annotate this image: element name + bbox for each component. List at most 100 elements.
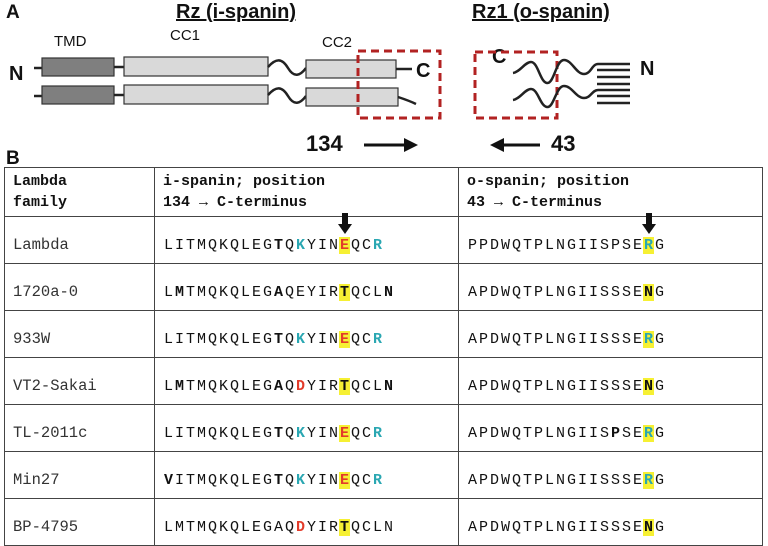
residue: A: [467, 519, 477, 536]
residue: G: [262, 472, 272, 489]
residue: D: [489, 472, 499, 489]
down-arrow-icon: [641, 213, 656, 234]
residue: R: [643, 425, 654, 442]
family-name: VT2-Sakai: [13, 377, 97, 395]
residue: S: [599, 378, 609, 395]
residue: A: [467, 331, 477, 348]
residue: L: [240, 284, 250, 301]
residue: T: [339, 284, 350, 301]
residue: E: [251, 284, 261, 301]
residue: Q: [350, 519, 360, 536]
residue: Y: [306, 472, 316, 489]
residue: R: [643, 331, 654, 348]
rz-n-terminus: N: [9, 63, 24, 85]
residue: R: [328, 284, 338, 301]
residue: Q: [350, 331, 360, 348]
residue: L: [240, 237, 250, 254]
residue: S: [610, 284, 620, 301]
residue: E: [632, 425, 642, 442]
residue: M: [196, 331, 206, 348]
residue: D: [489, 237, 499, 254]
residue: P: [533, 331, 543, 348]
residue: G: [262, 519, 272, 536]
residue: R: [643, 472, 654, 489]
residue: Y: [306, 378, 316, 395]
residue: P: [478, 472, 488, 489]
residue: W: [500, 425, 510, 442]
residue: Q: [511, 519, 521, 536]
residue: I: [577, 425, 587, 442]
rz-strand-top: [34, 56, 412, 79]
residue: Q: [511, 378, 521, 395]
rz-c-terminus: C: [416, 60, 431, 82]
residue: T: [339, 378, 350, 395]
residue: I: [317, 331, 327, 348]
residue: Q: [284, 284, 294, 301]
residue: I: [588, 378, 598, 395]
family-name: Min27: [13, 471, 60, 489]
residue: R: [643, 237, 654, 254]
residue: Y: [306, 425, 316, 442]
residue: E: [632, 284, 642, 301]
residue: P: [533, 519, 543, 536]
family-cell: 1720a-0: [4, 263, 155, 311]
residue: R: [328, 378, 338, 395]
residue: S: [599, 472, 609, 489]
residue: Q: [229, 519, 239, 536]
residue: S: [610, 472, 620, 489]
residue: W: [500, 378, 510, 395]
panel-a: A Rz (i-spanin) Rz1 (o-spanin) TMD CC1 C…: [0, 0, 768, 170]
residue: P: [478, 284, 488, 301]
residue: Q: [207, 237, 217, 254]
residue: G: [566, 425, 576, 442]
rz1-c-term-box: [473, 50, 559, 120]
residue: G: [262, 378, 272, 395]
right-arrow: [364, 138, 418, 152]
residue: M: [196, 378, 206, 395]
residue: K: [295, 331, 305, 348]
header-family-line2: family: [13, 194, 68, 211]
residue: I: [174, 425, 184, 442]
residue: N: [555, 425, 565, 442]
residue: L: [544, 237, 554, 254]
residue: S: [599, 519, 609, 536]
family-cell: Lambda: [4, 216, 155, 264]
residue: R: [372, 237, 382, 254]
residue: K: [218, 378, 228, 395]
position-43-label: 43: [551, 131, 576, 156]
family-name: BP-4795: [13, 518, 79, 536]
family-name: TL-2011c: [13, 424, 88, 442]
residue: K: [218, 425, 228, 442]
residue: Q: [284, 519, 294, 536]
residue: L: [544, 378, 554, 395]
residue: D: [489, 519, 499, 536]
residue: M: [196, 425, 206, 442]
residue: C: [361, 237, 371, 254]
residue: L: [372, 378, 382, 395]
tmd-domain-top: [41, 57, 115, 77]
family-cell: Min27: [4, 451, 155, 499]
residue: L: [163, 331, 173, 348]
residue: L: [240, 519, 250, 536]
residue: P: [478, 378, 488, 395]
residue: N: [555, 519, 565, 536]
family-cell: 933W: [4, 310, 155, 358]
residue: I: [577, 237, 587, 254]
residue: D: [489, 331, 499, 348]
residue: T: [522, 284, 532, 301]
residue: I: [174, 331, 184, 348]
residue: T: [185, 237, 195, 254]
residue: I: [577, 472, 587, 489]
residue: S: [599, 237, 609, 254]
residue: E: [339, 237, 350, 254]
residue: T: [185, 378, 195, 395]
